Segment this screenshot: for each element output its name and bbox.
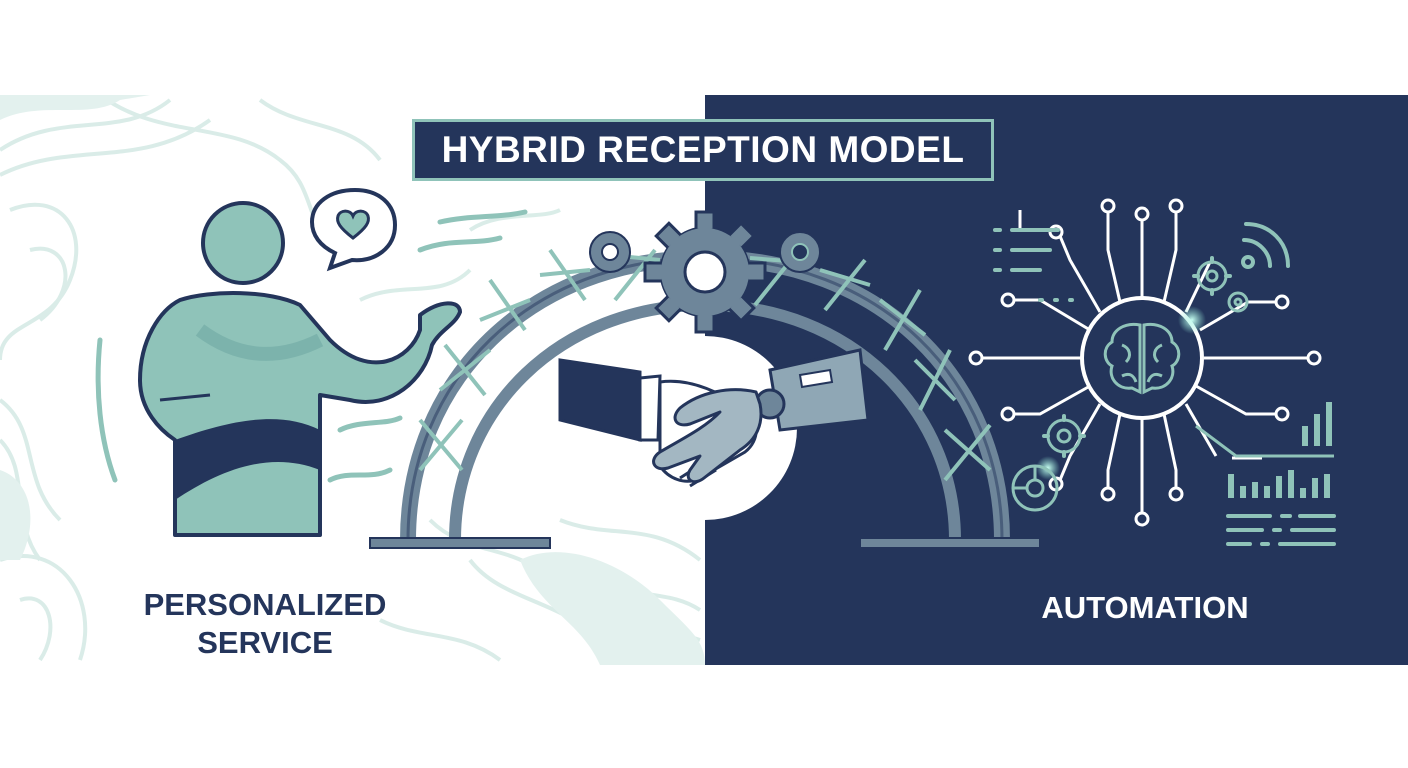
gear-teeth [1042, 256, 1232, 458]
left-label-line-2: SERVICE [197, 625, 333, 660]
wifi-signal-icon [1241, 222, 1290, 269]
list-lines [1226, 514, 1336, 546]
person-icon [138, 201, 462, 537]
left-label-line-1: PERSONALIZED [143, 587, 387, 622]
document-lines-icon [993, 228, 1074, 302]
title-banner: HYBRID RECEPTION MODEL [412, 119, 994, 181]
robot-hand-icon [652, 348, 870, 484]
swirl-blobs [0, 95, 705, 665]
motion-strokes [95, 209, 528, 483]
automation-label: AUTOMATION [1041, 590, 1249, 625]
personalized-service-label: PERSONALIZED SERVICE [120, 586, 410, 662]
bar-chart-icon [1195, 402, 1334, 498]
target-icon [1011, 464, 1059, 512]
gear-icon [589, 210, 821, 334]
page-title: HYBRID RECEPTION MODEL [441, 129, 965, 170]
heart-speech-bubble-icon [309, 187, 398, 272]
